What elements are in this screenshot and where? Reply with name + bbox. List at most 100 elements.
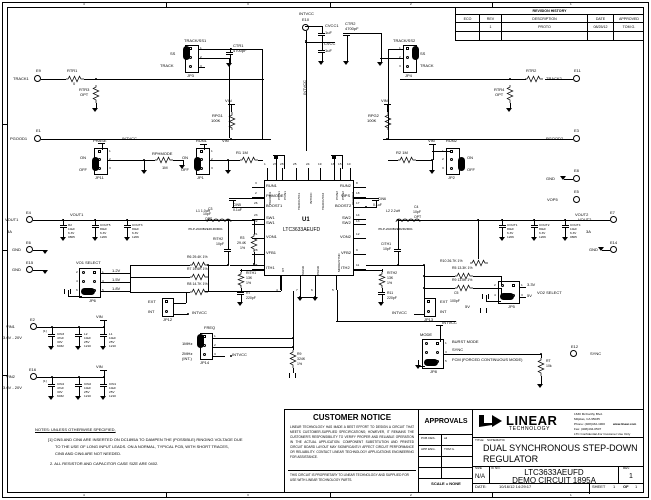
jumper-pin-2[interactable]	[82, 271, 86, 275]
jumper-pin-3[interactable]	[450, 167, 454, 171]
net-label-intvcc-jp8: INTVCC	[442, 320, 457, 325]
jumper-pin-1[interactable]	[450, 150, 454, 154]
component-ref-ctr2: CTR2	[345, 21, 356, 26]
net-label-vin-rpg1: VIN	[225, 99, 232, 103]
jumper-shunt-jp5[interactable]	[500, 293, 514, 300]
jumper-shunt-jp2[interactable]	[458, 157, 465, 171]
jumper-pin-3[interactable]	[406, 65, 410, 69]
jumper-shunt-jp11[interactable]	[92, 157, 99, 171]
jumper-shunt-jp4[interactable]	[412, 46, 419, 60]
ground-symbol	[224, 170, 231, 174]
jumper-pin-3[interactable]	[436, 351, 440, 355]
jumper-pin-3[interactable]	[189, 65, 193, 69]
component-ref-cffw1: RITH2	[213, 237, 224, 241]
terminal-post-pgood1[interactable]	[34, 135, 41, 142]
jumper-pin-2[interactable]	[406, 56, 410, 60]
jp6-pin-num-2: 2	[76, 270, 78, 274]
jumper-pin-3[interactable]	[93, 280, 97, 284]
component-label-r8: R8 14.7K 1%	[187, 282, 208, 286]
zone-tick	[330, 493, 331, 498]
ground-symbol	[75, 346, 81, 350]
rev-value: 1	[629, 473, 633, 480]
ic-pin-num-top-3: 25	[293, 162, 297, 166]
terminal-post-intvcc[interactable]	[302, 24, 309, 31]
component-value-r3: 29.4K	[237, 241, 247, 245]
component-value-cvcc: 1uF	[325, 48, 332, 53]
jumper-pin-2[interactable]	[501, 284, 505, 288]
component-value-cout5-pkg: 0805	[68, 235, 75, 239]
terminal-post-vout2[interactable]	[610, 216, 617, 223]
terminal-post-vin2[interactable]	[30, 373, 37, 380]
ic-pin-num-right-7: 11	[356, 263, 360, 267]
revision-cell-description: PROTO	[502, 23, 588, 32]
company-confidential: LTC Confidential-For Customer Use Only	[574, 432, 631, 436]
ground-symbol	[75, 396, 81, 400]
ground-symbol	[428, 170, 435, 174]
terminal-post-gnd-e6[interactable]	[26, 246, 33, 253]
jumper-pin-1[interactable]	[200, 150, 204, 154]
jumper-pin-1[interactable]	[165, 300, 169, 304]
terminal-post-vout1[interactable]	[26, 216, 33, 223]
connector-ref-e11: E11	[574, 68, 581, 73]
title-line-1: DUAL SYNCHRONOUS STEP-DOWN	[483, 443, 638, 453]
company-subname: TECHNOLOGY	[509, 426, 551, 432]
ic-part-number: LTC3633AEUFD	[283, 227, 321, 233]
jumper-pin-2[interactable]	[427, 310, 431, 314]
zone-label-top-3: 3	[247, 1, 249, 6]
terminal-post-vin1[interactable]	[30, 323, 37, 330]
revision-header-description: DESCRIPTION	[502, 15, 588, 23]
jumper-pin-2[interactable]	[450, 158, 454, 162]
terminal-post-vop5[interactable]	[573, 196, 580, 203]
component-value-cout4-pkg: 1206	[539, 235, 546, 239]
jumper-pin-2[interactable]	[165, 310, 169, 314]
inductor-l2	[395, 218, 421, 223]
jumper-shunt-jp6[interactable]	[81, 288, 95, 295]
terminal-post-track1[interactable]	[34, 75, 41, 82]
inductor-l1	[206, 218, 232, 223]
jumper-pin-1[interactable]	[98, 150, 102, 154]
jp8-pin-num-3: 3	[445, 350, 447, 354]
zone-label-top-4: 4	[83, 1, 85, 6]
component-value-cout1-v: 6.3V	[132, 231, 139, 235]
jumper-pin-2[interactable]	[425, 342, 429, 346]
jumper-pin-4[interactable]	[425, 351, 429, 355]
jumper-pin-3[interactable]	[203, 353, 207, 357]
jumper-shunt-jp3[interactable]	[183, 46, 190, 60]
component-label-l2: L2 2.2uH	[386, 209, 401, 213]
jumper-pin-1[interactable]	[93, 271, 97, 275]
component-ref-cout1: COUT3	[132, 223, 143, 227]
company-address-2: Milpitas, CA 95035	[574, 417, 600, 421]
component-value-cout4-v: 6.3V	[539, 231, 546, 235]
revision-header-date: DATE	[588, 15, 614, 23]
component-ref-cffw2: CITH1	[381, 242, 392, 246]
component-value-rtr1: 0	[73, 81, 76, 86]
linear-tech-logo-icon	[479, 415, 502, 427]
resistor-rpg2	[383, 112, 392, 130]
jumper-option-int-jp12: INT	[148, 309, 155, 314]
company-web[interactable]: www.linear.com	[613, 422, 637, 426]
approvals-panel: APPROVALS PCB DES. ali APP ENG. TOM G. S…	[419, 410, 473, 492]
jumper-pin-1[interactable]	[512, 284, 516, 288]
ic-pin-name-pvin1b: PVIN1	[283, 191, 287, 200]
icno-label: IC NO.	[491, 466, 501, 470]
ic-pin-name-run1: RUN1	[266, 183, 277, 188]
ic-pin-num-left-4: 22	[254, 219, 258, 223]
terminal-post-sync[interactable]	[570, 350, 577, 357]
jumper-option-1v8: 1.8V	[112, 286, 121, 291]
connector-sub-vout2: 3A	[586, 229, 591, 234]
jumper-shunt-jp8[interactable]	[424, 359, 438, 366]
terminal-post-gnd-e15[interactable]	[26, 266, 33, 273]
terminal-post-gnd-e8[interactable]	[573, 175, 580, 182]
ground-symbol	[237, 302, 243, 306]
jumper-shunt-jp14[interactable]	[197, 334, 204, 348]
jumper-option-on: ON	[80, 155, 86, 160]
jumper-pin-1[interactable]	[427, 300, 431, 304]
jumper-pin-1[interactable]	[406, 47, 410, 51]
jumper-pin-1[interactable]	[436, 342, 440, 346]
title-kind: SCHEMATIC	[487, 438, 505, 442]
terminal-post-gnd-e14[interactable]	[610, 246, 617, 253]
terminal-post-track2[interactable]	[573, 75, 580, 82]
jumper-pin-4[interactable]	[82, 280, 86, 284]
terminal-post-pgood2[interactable]	[573, 135, 580, 142]
jumper-shunt-jp1[interactable]	[194, 157, 201, 171]
